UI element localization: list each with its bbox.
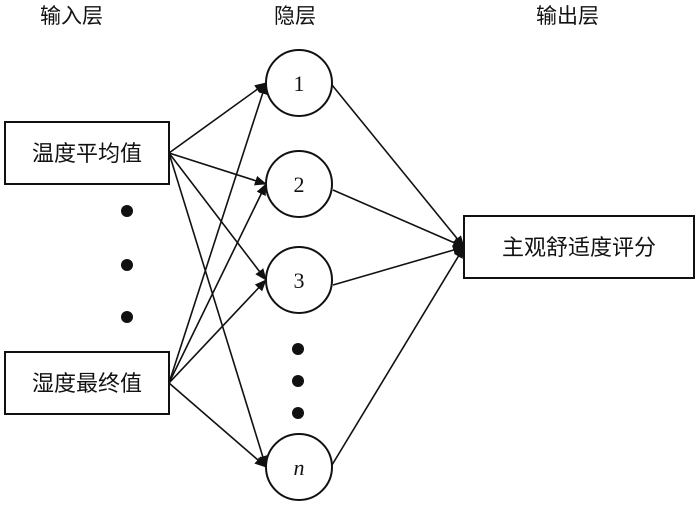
hidden-node-label: 1: [294, 71, 305, 96]
hidden-node-label: n: [294, 455, 305, 480]
hidden-ellipsis-dot: [292, 343, 304, 355]
hidden-to-output-edges: [331, 84, 465, 466]
edge-in2-h2: [168, 183, 267, 384]
input-to-hidden-edges: [168, 82, 268, 468]
input-box-temperature: [4, 121, 170, 185]
hidden-node-n: n: [265, 433, 333, 501]
input-label-temperature: 温度平均值: [32, 142, 142, 167]
edge-h1-out: [331, 84, 465, 248]
hidden-node-circle: [265, 246, 333, 314]
hidden-node-3: 3: [265, 246, 333, 314]
input-node-temperature: 温度平均值: [4, 121, 170, 185]
input-ellipsis-dot: [121, 311, 133, 323]
hidden-node-label: 2: [294, 172, 305, 197]
hidden-ellipsis-dot: [292, 407, 304, 419]
input-layer-label: 输入层: [40, 4, 103, 28]
hidden-node-2: 2: [265, 150, 333, 218]
input-label-humidity: 湿度最终值: [32, 372, 142, 397]
hidden-node-circle: [265, 433, 333, 501]
input-box-humidity: [4, 351, 170, 415]
input-ellipsis-dot: [121, 259, 133, 271]
input-ellipsis: [121, 205, 133, 323]
output-label: 主观舒适度评分: [502, 236, 656, 261]
output-layer-label: 输出层: [536, 4, 599, 28]
edge-in2-h3: [168, 279, 267, 384]
output-box: [463, 215, 695, 279]
hidden-ellipsis: [292, 343, 304, 419]
hidden-node-1: 1: [265, 49, 333, 117]
edge-h2-out: [332, 189, 465, 248]
hidden-node-circle: [265, 49, 333, 117]
edge-in2-h1: [168, 82, 268, 384]
edge-hn-out: [331, 246, 465, 466]
edge-in1-h1: [168, 82, 267, 154]
edge-in2-hn: [168, 382, 267, 468]
edge-in1-h3: [168, 152, 267, 281]
edge-h3-out: [332, 245, 465, 286]
output-node: 主观舒适度评分: [463, 215, 695, 279]
input-ellipsis-dot: [121, 205, 133, 217]
input-node-humidity: 湿度最终值: [4, 351, 170, 415]
edge-in1-h2: [168, 152, 267, 186]
hidden-node-label: 3: [294, 268, 305, 293]
hidden-ellipsis-dot: [292, 375, 304, 387]
hidden-layer-label: 隐层: [274, 4, 316, 28]
edge-in1-hn: [168, 152, 268, 468]
hidden-node-circle: [265, 150, 333, 218]
